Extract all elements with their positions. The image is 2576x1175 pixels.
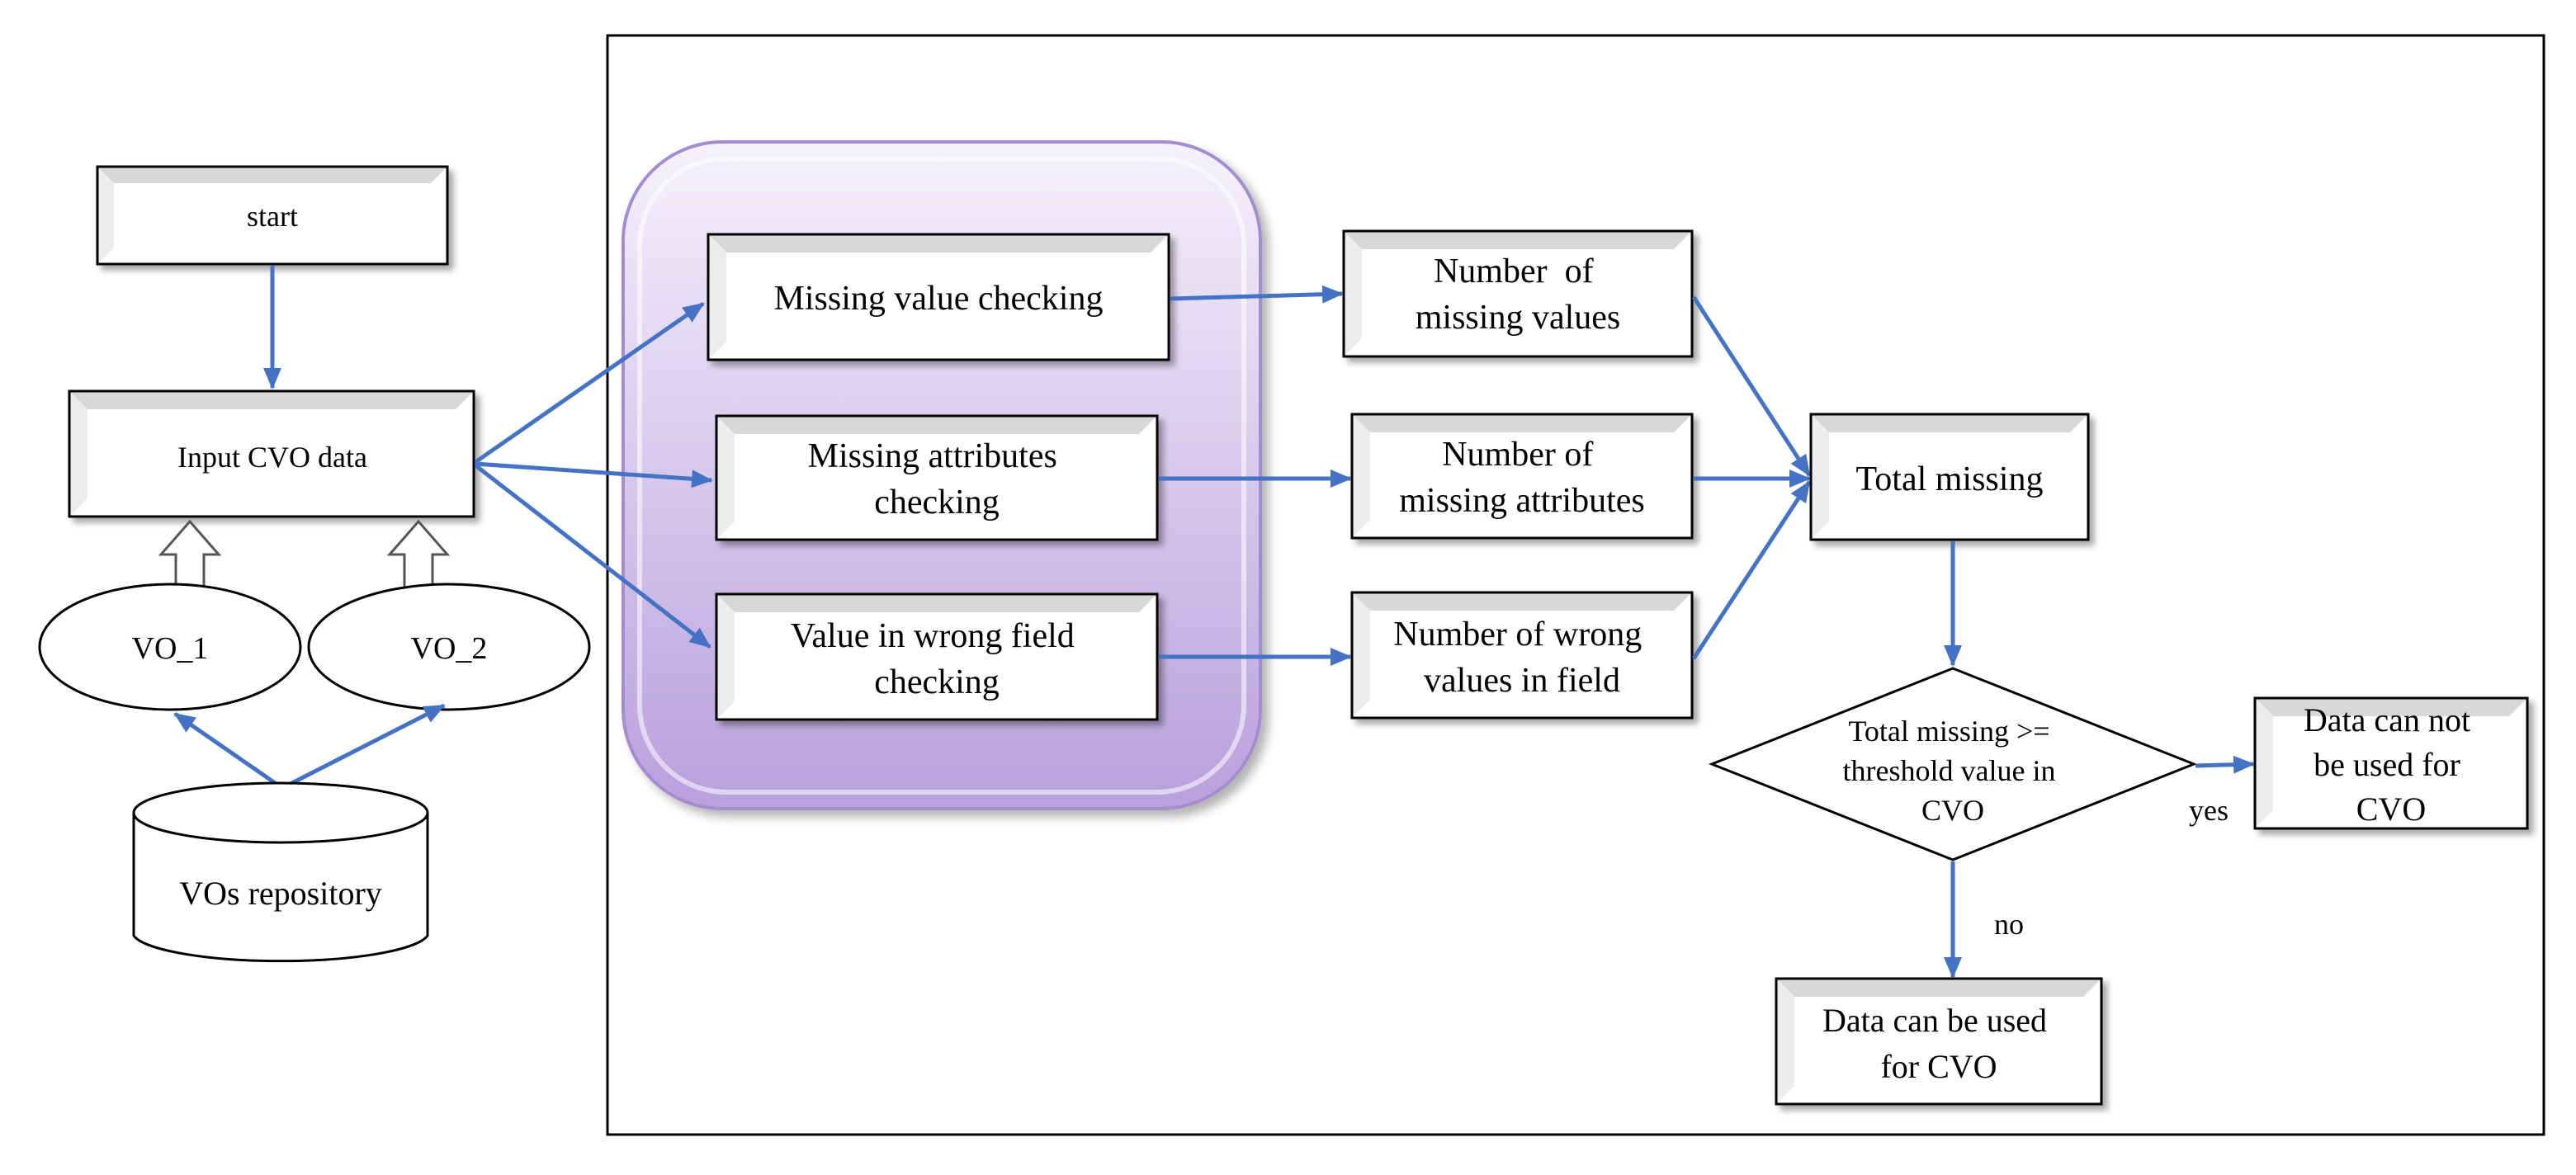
vo1-label: VO_1: [132, 631, 209, 666]
missing-value-checking-box: [707, 233, 1170, 361]
total-missing-box: [1809, 413, 2090, 541]
decision-line-3: CVO: [1921, 794, 1984, 827]
threshold-decision-diamond: [1708, 667, 2198, 861]
threshold-decision-label: Total missing >= threshold value in CVO: [1843, 715, 2063, 827]
hollow-arrow-vo1: [158, 519, 222, 589]
input-cvo-label: Input CVO data: [177, 441, 367, 474]
number-missing-values-label: Number of missing values: [1416, 252, 1621, 337]
decision-line-1: Total missing >=: [1848, 715, 2049, 748]
vo2-label: VO_2: [411, 631, 488, 666]
wrong-field-checking-box: [715, 592, 1159, 721]
arrow-repo-vo2: [281, 703, 446, 790]
start-box: [96, 165, 449, 266]
number-wrong-values-line-2: values in field: [1424, 662, 1620, 700]
hollow-arrow-vo2: [386, 519, 451, 589]
number-missing-attributes-label: Number of missing attributes: [1399, 436, 1645, 520]
number-missing-attributes-line-1: Number of: [1442, 436, 1593, 474]
arrow-repo-vo1: [173, 711, 284, 790]
can-use-line-2: for CVO: [1880, 1048, 1997, 1085]
number-wrong-values-box: [1350, 591, 1694, 720]
vos-repository-label: VOs repository: [179, 875, 382, 912]
process-frame: [606, 34, 2545, 1136]
no-label: no: [1994, 908, 2024, 941]
arrow-count-wrong-to-total: [1691, 480, 1812, 660]
number-missing-attributes-box: [1350, 413, 1694, 540]
missing-attributes-checking-label: Missing attributes checking: [808, 437, 1066, 521]
wrong-field-line-1: Value in wrong field: [791, 617, 1075, 655]
number-missing-values-line-2: missing values: [1416, 299, 1621, 337]
missing-attributes-line-2: checking: [874, 484, 1000, 521]
number-wrong-values-line-1: Number of wrong: [1393, 616, 1642, 654]
arrow-count-values-to-total: [1691, 295, 1812, 477]
cannot-use-box: [2253, 696, 2529, 830]
arrow-input-missing-value: [474, 301, 705, 465]
missing-attributes-checking-box: [715, 414, 1159, 541]
input-cvo-box: [68, 389, 475, 518]
can-use-box: [1775, 977, 2103, 1106]
number-missing-values-line-1: Number of: [1434, 252, 1594, 290]
vos-repository-cylinder: [132, 781, 429, 963]
arrow-input-missing-attr: [475, 461, 713, 488]
can-use-label: Data can be used for CVO: [1822, 1002, 2055, 1085]
arrow-input-wrong-field: [474, 464, 711, 649]
number-missing-attributes-line-2: missing attributes: [1399, 482, 1645, 520]
total-missing-label: Total missing: [1856, 460, 2044, 498]
vo1-ellipse: [38, 583, 302, 711]
cannot-use-label: Data can not be used for CVO: [2304, 701, 2479, 828]
cannot-use-line-3: CVO: [2356, 790, 2426, 828]
number-wrong-values-label: Number of wrong values in field: [1393, 616, 1650, 700]
decision-line-2: threshold value in: [1843, 754, 2056, 787]
cannot-use-line-2: be used for: [2314, 746, 2460, 783]
cannot-use-line-1: Data can not: [2304, 701, 2470, 739]
arrow-decision-yes: [2195, 755, 2255, 774]
arrow-missing-value-to-count: [1170, 285, 1344, 304]
missing-value-checking-label: Missing value checking: [774, 280, 1104, 318]
can-use-line-1: Data can be used: [1822, 1002, 2047, 1039]
start-label: start: [247, 200, 298, 233]
missing-attributes-line-1: Missing attributes: [808, 437, 1057, 475]
number-missing-values-box: [1342, 229, 1694, 358]
vo2-ellipse: [307, 583, 591, 711]
yes-label: yes: [2189, 794, 2229, 827]
wrong-field-line-2: checking: [874, 663, 1000, 701]
wrong-field-checking-label: Value in wrong field checking: [791, 617, 1084, 701]
